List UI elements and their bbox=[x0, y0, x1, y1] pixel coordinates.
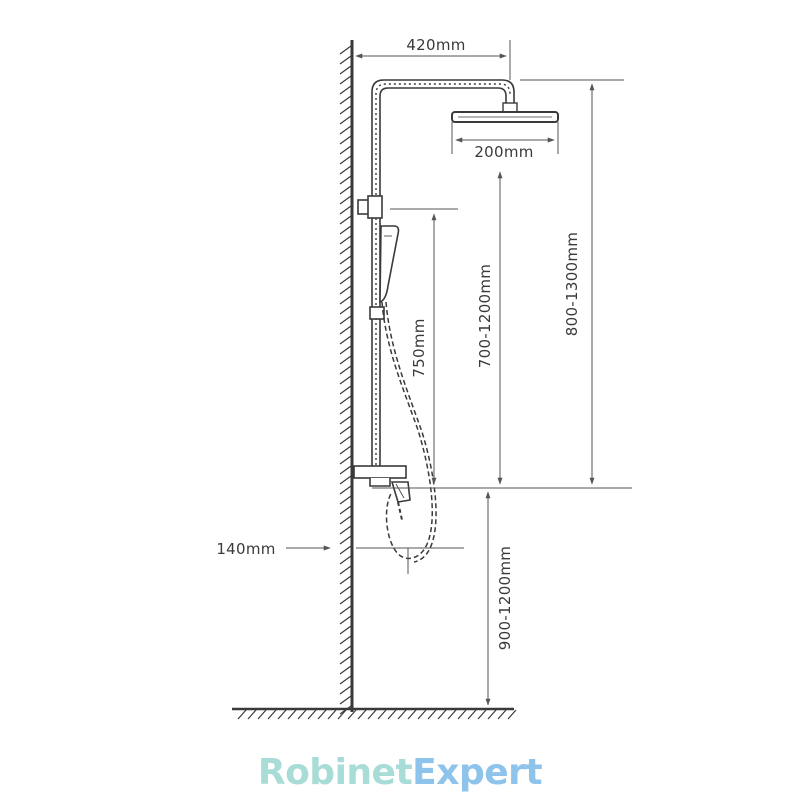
dim-label-arm-length: 420mm bbox=[406, 36, 465, 54]
logo-text-robinet: Robinet bbox=[257, 752, 413, 793]
shower-column bbox=[371, 79, 518, 470]
dimension-arrows bbox=[286, 53, 595, 706]
dim-label-hand-shower-height: 750mm bbox=[410, 318, 428, 377]
logo-text-expert: Expert bbox=[412, 752, 543, 793]
dim-label-head-height: 800-1300mm bbox=[563, 232, 581, 336]
mixer-valve bbox=[353, 465, 411, 521]
extension-lines bbox=[356, 40, 632, 574]
wall bbox=[339, 40, 354, 715]
brand-logo: RobinetExpert bbox=[0, 752, 800, 793]
dim-label-mixer-height: 900-1200mm bbox=[496, 546, 514, 650]
wall-bracket bbox=[357, 195, 383, 219]
dim-label-mixer-offset: 140mm bbox=[216, 540, 275, 558]
rain-shower-head bbox=[451, 111, 559, 123]
dim-label-head-width: 200mm bbox=[474, 143, 533, 161]
hand-shower bbox=[369, 225, 400, 320]
dim-label-slide-bar: 700-1200mm bbox=[476, 264, 494, 368]
floor bbox=[232, 707, 517, 720]
flexible-hose bbox=[381, 301, 437, 563]
